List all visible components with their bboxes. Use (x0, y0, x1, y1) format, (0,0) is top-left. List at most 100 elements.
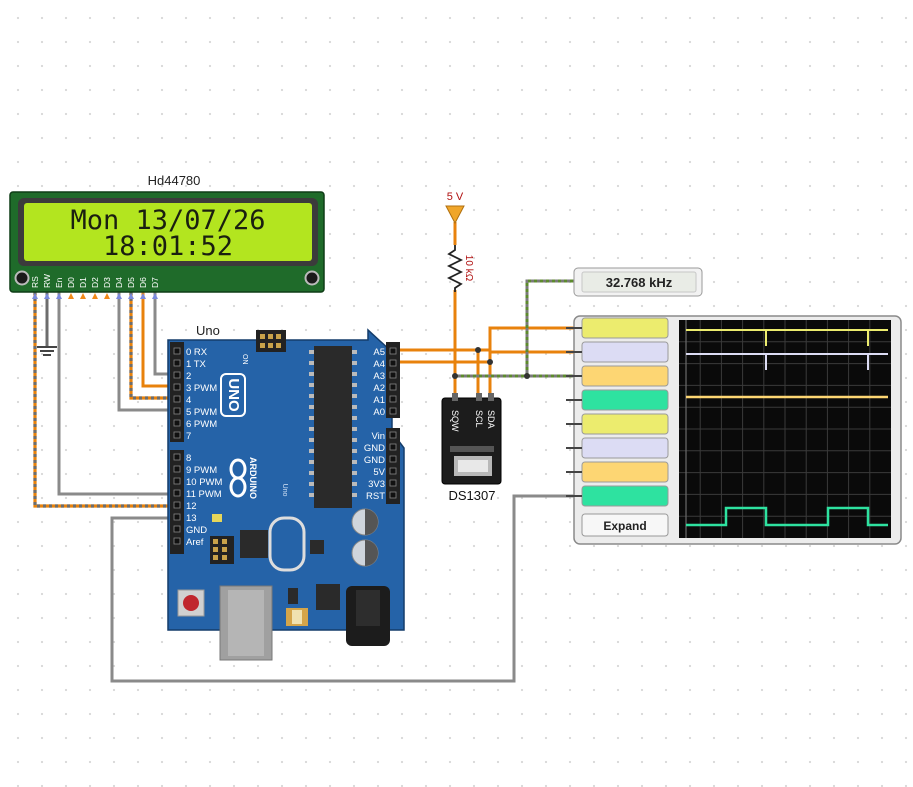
lcd-pin-marker[interactable] (152, 293, 158, 299)
uno-pin-socket[interactable] (173, 431, 181, 439)
analyzer-channel[interactable] (581, 437, 669, 459)
rtc-pin-label: SCL (474, 410, 484, 428)
uno-pin-socket[interactable] (389, 359, 397, 367)
uno-pin-socket[interactable] (173, 407, 181, 415)
arduino-sub-label: Uno (281, 484, 288, 497)
uno-right-pin-label: 5V (373, 467, 385, 478)
lcd-pin-marker[interactable] (104, 293, 110, 299)
lcd-pin-marker[interactable] (116, 293, 122, 299)
lcd-pin-marker[interactable] (80, 293, 86, 299)
uno-right-pin-label: Vin (371, 431, 385, 442)
lcd-screen (24, 203, 312, 261)
uno-right-pin-label: A2 (373, 383, 385, 394)
uno-pin-socket[interactable] (389, 431, 397, 439)
uno-pin-socket[interactable] (173, 525, 181, 533)
analyzer-channel[interactable] (581, 317, 669, 339)
uno-pin-socket[interactable] (173, 395, 181, 403)
uno-right-pin-label: A4 (373, 359, 385, 370)
trace-sda (686, 353, 888, 370)
supply-5v[interactable]: 5 V (445, 191, 465, 225)
wire-pin13-analyzer[interactable] (110, 494, 574, 683)
uno-pin-socket[interactable] (389, 455, 397, 463)
analyzer-channel[interactable] (581, 341, 669, 363)
uno-pin-socket[interactable] (173, 513, 181, 521)
trace-scl (686, 329, 888, 346)
uno-left-pin-label: 8 (186, 453, 191, 464)
uno-right-pin-label: A1 (373, 395, 385, 406)
uno-pin-socket[interactable] (173, 419, 181, 427)
uno-pin-socket[interactable] (389, 467, 397, 475)
lcd-pin-marker[interactable] (56, 293, 62, 299)
resistor[interactable]: 10 kΩ (446, 245, 474, 292)
uno-left-pin-label: 10 PWM (186, 477, 223, 488)
lcd-pin-marker[interactable] (92, 293, 98, 299)
uno-pin-socket[interactable] (389, 395, 397, 403)
wires (33, 222, 574, 683)
rtc-pin-label: SQW (450, 410, 460, 432)
uno-right-pin-label: GND (364, 455, 385, 466)
uno-pin-socket[interactable] (173, 501, 181, 509)
wire-d6-pin3[interactable] (141, 292, 176, 388)
wire-a4-sda[interactable] (392, 360, 492, 400)
uno-left-pin-label: 7 (186, 431, 191, 442)
resistor-label: 10 kΩ (463, 255, 474, 282)
uno-pin-socket[interactable] (173, 453, 181, 461)
uno-right-pin-label: A0 (373, 407, 385, 418)
wire-d4-pin5[interactable] (117, 292, 176, 412)
uno-pin-socket[interactable] (389, 443, 397, 451)
expand-label: Expand (603, 519, 646, 533)
wire-d5-pin4[interactable] (129, 292, 176, 400)
uno-pin-socket[interactable] (173, 359, 181, 367)
analyzer-channel[interactable] (581, 365, 669, 387)
lcd-pin-marker[interactable] (128, 293, 134, 299)
lcd-pin-marker[interactable] (32, 293, 38, 299)
uno-pin-socket[interactable] (173, 465, 181, 473)
arduino-brand: ARDUINO (248, 457, 258, 499)
lcd-pin-label: D6 (138, 277, 148, 288)
analyzer-channel[interactable] (581, 485, 669, 507)
lcd-pin-label: D7 (150, 277, 160, 288)
uno-pin-socket[interactable] (389, 407, 397, 415)
rtc-pin-label: SDA (486, 410, 496, 429)
analyzer-channel[interactable] (581, 413, 669, 435)
analyzer-channel[interactable] (581, 461, 669, 483)
uno-left-pin-label: 13 (186, 513, 197, 524)
mount-hole (14, 270, 30, 286)
lcd-pin-marker[interactable] (68, 293, 74, 299)
uno-right-pin-label: RST (366, 491, 385, 502)
uno-pin-socket[interactable] (173, 477, 181, 485)
analyzer-channel[interactable] (581, 389, 669, 411)
mount-hole (304, 270, 320, 286)
uno-pin-socket[interactable] (389, 479, 397, 487)
wire-en-pin11[interactable] (57, 292, 176, 496)
expand-button[interactable]: Expand (581, 513, 669, 537)
uno-pin-socket[interactable] (173, 347, 181, 355)
lcd-pin-label: D5 (126, 277, 136, 288)
uno-pin-socket[interactable] (173, 383, 181, 391)
lcd-line1: Mon 13/07/26 (70, 205, 265, 236)
lcd-pin-label: D0 (66, 277, 76, 288)
frequency-value: 32.768 kHz (606, 275, 673, 290)
uno-pin-socket[interactable] (389, 383, 397, 391)
uno-right-pin-label: 3V3 (368, 479, 385, 490)
uno-pin-socket[interactable] (173, 537, 181, 545)
uno-pin-socket[interactable] (389, 491, 397, 499)
uno-left-pin-label: 5 PWM (186, 407, 217, 418)
uno-pin-socket[interactable] (173, 489, 181, 497)
lcd-pin-label: D4 (114, 277, 124, 288)
uno-pin-socket[interactable] (173, 371, 181, 379)
uno-left-pin-label: 4 (186, 395, 191, 406)
arduino-infinity-icon (229, 458, 247, 498)
lcd-pin-marker[interactable] (44, 293, 50, 299)
frequency-meter[interactable]: 32.768 kHz (573, 267, 703, 297)
lcd-pin-marker[interactable] (140, 293, 146, 299)
uno-left-pin-label: Aref (186, 537, 204, 548)
atmega-chip (314, 346, 352, 508)
uno-pin-socket[interactable] (389, 371, 397, 379)
uno-pin-socket[interactable] (389, 347, 397, 355)
logic-analyzer[interactable]: Expand (566, 315, 902, 545)
